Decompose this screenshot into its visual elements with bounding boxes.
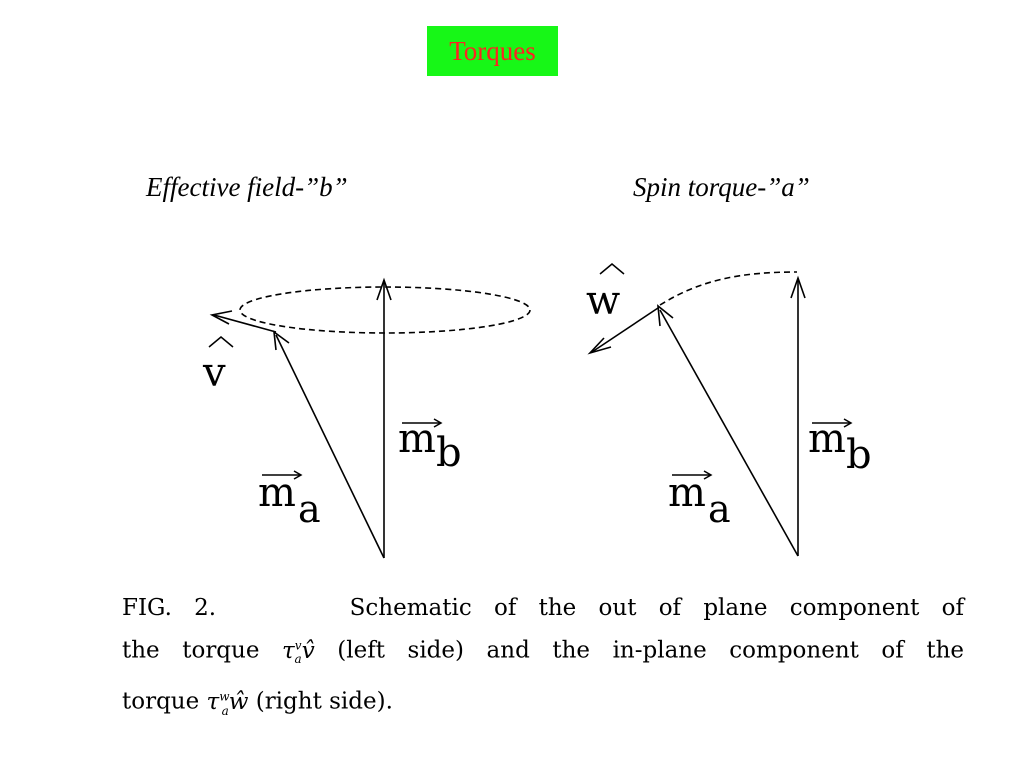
caption-line-1-text: Schematic of the out of plane component … <box>349 595 964 621</box>
left-ma-vec-head <box>293 470 303 480</box>
caption-tau-sub-a: a <box>294 652 302 667</box>
caption-tau-symbol: τ <box>282 637 295 664</box>
right-precession-arc <box>659 271 798 306</box>
right-ma-sub: a <box>708 487 731 531</box>
caption-line-3-a: torque <box>122 688 200 715</box>
right-w-label: w <box>586 278 620 324</box>
left-precession-ellipse <box>239 286 531 334</box>
left-labels: v m b m a <box>202 336 462 531</box>
right-w-hat-icon <box>599 263 625 275</box>
right-labels: w m b m a <box>586 263 872 531</box>
left-ma-label: m <box>258 470 296 516</box>
caption-line-2-b: (left side) and the in-plane component o… <box>337 637 965 664</box>
slide-title-box: Torques <box>427 26 558 76</box>
caption-hat-w: ŵ <box>228 688 249 715</box>
caption-line-3: torque τwaŵ (right side). <box>122 678 964 729</box>
right-w-arrow <box>591 307 659 353</box>
caption-line-2: the torque τvav̂ (left side) and the in-… <box>122 627 964 678</box>
caption-tau-sup-v: v <box>294 638 302 652</box>
right-mb-vec-head <box>843 418 853 428</box>
left-mb-vec-head <box>433 418 443 428</box>
caption-line-3-b: (right side). <box>255 688 393 715</box>
right-mb-sub: b <box>846 432 872 478</box>
left-v-label: v <box>202 350 226 396</box>
right-ma-arrow <box>659 309 799 557</box>
caption-line-2-a: the torque <box>122 637 260 664</box>
right-w-arrowhead <box>587 337 612 355</box>
left-ma-sub: a <box>298 487 321 531</box>
left-v-arrowhead <box>209 310 233 325</box>
right-ma-label: m <box>668 470 706 516</box>
right-ma-arrowhead <box>657 304 674 327</box>
figure-caption: FIG. 2. Schematic of the out of plane co… <box>122 590 964 730</box>
caption-tau-symbol-2: τ <box>206 688 220 715</box>
caption-tau-sup-w: w <box>219 689 230 704</box>
left-v-hat-icon <box>208 336 234 348</box>
left-heading: Effective field-”b” <box>146 172 348 202</box>
caption-hat-v: v̂ <box>301 637 315 664</box>
caption-line-1: FIG. 2. Schematic of the out of plane co… <box>122 590 964 627</box>
caption-tau-v: τvav̂ <box>282 637 315 667</box>
left-mb-sub: b <box>436 430 462 476</box>
caption-tau-w: τwaŵ <box>206 688 249 718</box>
right-mb-arrowhead <box>790 275 806 299</box>
caption-tau-sub-a-2: a <box>221 703 229 718</box>
caption-fig-number: FIG. 2. <box>122 595 217 621</box>
left-ma-arrow <box>275 334 385 559</box>
right-diagram <box>587 271 806 557</box>
right-ma-vec-head <box>703 470 713 480</box>
left-mb-arrowhead <box>376 277 392 301</box>
right-heading: Spin torque-”a” <box>633 172 810 202</box>
left-mb-label: m <box>398 416 436 462</box>
slide-title: Torques <box>449 35 536 66</box>
right-mb-label: m <box>808 416 846 462</box>
left-diagram <box>209 277 531 559</box>
left-v-arrow <box>213 314 277 333</box>
